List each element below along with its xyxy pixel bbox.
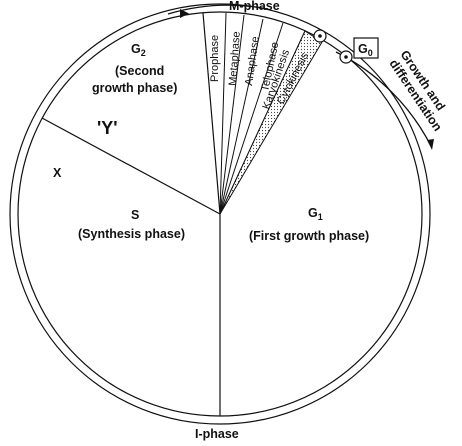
g2-line2: growth phase) bbox=[92, 81, 177, 95]
m-phase-arrowhead bbox=[180, 9, 189, 18]
growth-arrowhead bbox=[427, 139, 434, 150]
g2-line1: (Second bbox=[115, 64, 164, 78]
divider-anaphase bbox=[219, 18, 264, 215]
m-phase-arc bbox=[167, 4, 269, 15]
y-label: 'Y' bbox=[97, 118, 118, 138]
s-phase-subtitle: (Synthesis phase) bbox=[78, 227, 185, 241]
label-anaphase: Anaphase bbox=[243, 36, 262, 87]
s-phase-title: S bbox=[131, 208, 139, 222]
x-label: X bbox=[53, 166, 62, 180]
m-phase-label: M-phase bbox=[229, 0, 280, 13]
dividing-cell-icon bbox=[313, 29, 353, 64]
label-metaphase: Metaphase bbox=[227, 31, 243, 86]
g1-label: G1 bbox=[308, 206, 323, 222]
g0-label: G0 bbox=[358, 42, 373, 58]
outer-ring bbox=[9, 3, 431, 425]
g0-box bbox=[353, 37, 379, 59]
divider-prophase bbox=[219, 12, 227, 215]
g1-subtitle: (First growth phase) bbox=[249, 229, 369, 243]
label-prophase: Prophase bbox=[209, 35, 221, 82]
divider-g2-s bbox=[41, 117, 221, 215]
i-phase-label: I-phase bbox=[195, 427, 239, 441]
divider-telophase bbox=[219, 22, 284, 215]
divider-metaphase bbox=[219, 14, 245, 215]
g2-label: G2 bbox=[131, 42, 146, 58]
divider-g2-top bbox=[202, 12, 221, 215]
